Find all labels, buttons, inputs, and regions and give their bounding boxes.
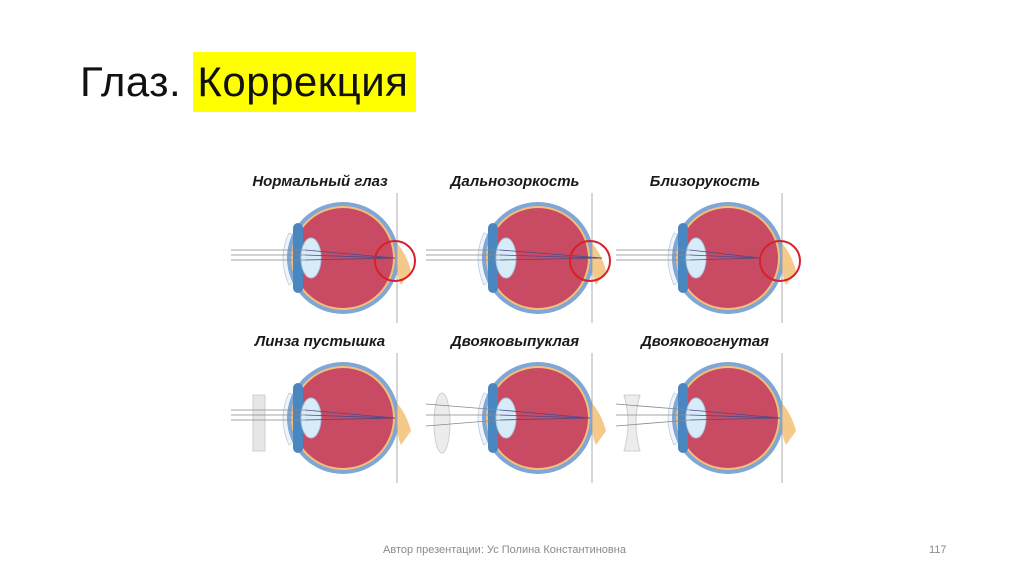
- diagram-caption: Дальнозоркость: [450, 173, 580, 190]
- eye-cross-section-icon: [616, 193, 801, 323]
- eye-diagram-cell: Двояковыпуклая: [420, 325, 610, 483]
- eye-cross-section-icon: [425, 353, 606, 483]
- title-plain: Глаз.: [80, 58, 182, 105]
- footer-author: Автор презентации: Ус Полина Константино…: [383, 544, 626, 556]
- eye-cross-section-icon: [615, 353, 796, 483]
- title-highlight: Коррекция: [193, 52, 417, 112]
- eye-diagram-cell: Близорукость: [610, 165, 801, 323]
- eye-diagram-cell: Двояковогнутая: [610, 325, 800, 483]
- eye-correction-diagram: Нормальный глаз Дальнозоркость Близоруко…: [225, 165, 805, 483]
- diagram-caption: Линза пустышка: [254, 333, 386, 350]
- slide-title: Глаз. Коррекция: [80, 52, 417, 112]
- page-number: 117: [929, 544, 947, 556]
- eye-diagram-cell: Нормальный глаз: [225, 165, 416, 323]
- eye-diagram-cell: Линза пустышка: [225, 325, 415, 483]
- diagram-caption: Нормальный глаз: [252, 173, 388, 190]
- eye-cross-section-icon: [426, 193, 611, 323]
- diagram-caption: Двояковогнутая: [640, 333, 770, 350]
- diagram-caption: Близорукость: [649, 173, 761, 190]
- eye-cross-section-icon: [231, 193, 416, 323]
- diagram-caption: Двояковыпуклая: [450, 333, 580, 350]
- eye-cross-section-icon: [231, 353, 411, 483]
- eye-diagram-cell: Дальнозоркость: [420, 165, 611, 323]
